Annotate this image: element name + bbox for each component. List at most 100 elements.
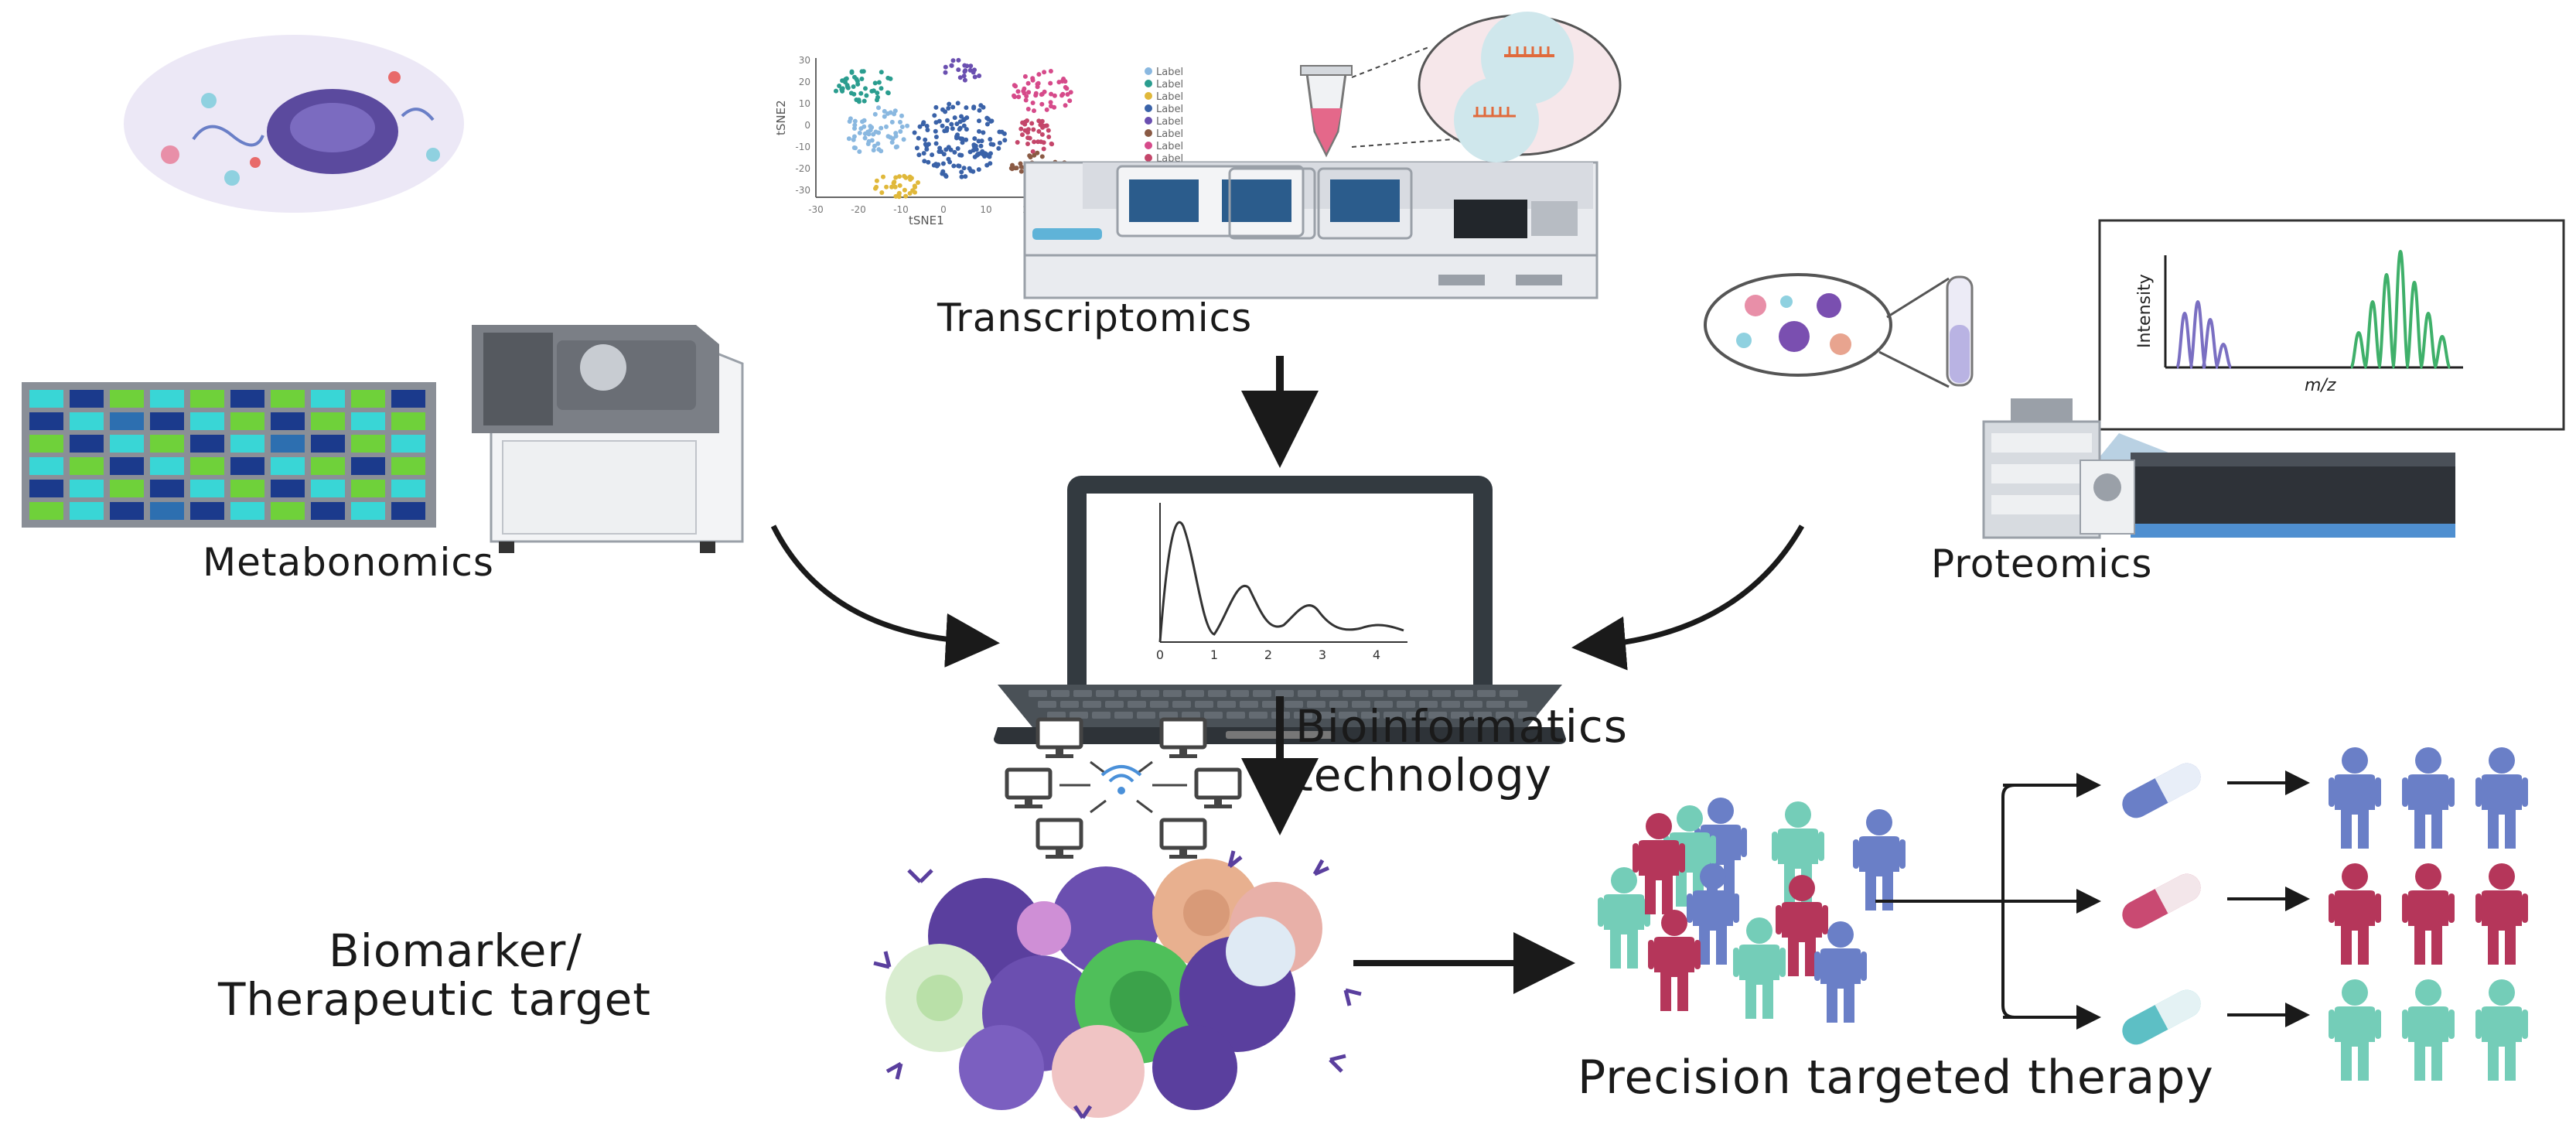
tsne-point	[1036, 128, 1042, 134]
tsne-point	[933, 135, 939, 139]
heatmap-cell	[110, 412, 144, 430]
tsne-ytick: 10	[799, 98, 810, 109]
heatmap-cell	[70, 457, 104, 475]
tsne-point	[961, 166, 967, 171]
laptop-plot-xtick: 2	[1264, 647, 1272, 662]
tsne-point	[1025, 107, 1031, 111]
tsne-point	[962, 63, 967, 68]
transcriptomics-label: Transcriptomics	[937, 296, 1253, 340]
tsne-point	[946, 106, 951, 111]
tsne-point	[977, 118, 981, 124]
tsne-point	[916, 180, 920, 185]
tsne-legend-swatch	[1145, 117, 1152, 125]
tsne-point	[862, 124, 867, 129]
tsne-point	[971, 142, 977, 148]
tsne-point	[1025, 142, 1030, 146]
tsne-point	[899, 113, 904, 118]
tsne-point	[972, 136, 978, 142]
laptop-plot-xtick: 3	[1319, 647, 1326, 662]
tsne-point	[984, 115, 990, 121]
spectrum-peak	[2377, 272, 2396, 369]
tsne-point	[892, 111, 897, 117]
tsne-point	[1036, 72, 1042, 77]
tsne-point	[862, 98, 867, 104]
heatmap-cell	[190, 390, 224, 408]
tsne-point	[857, 149, 862, 154]
patient-group	[1598, 747, 2528, 1081]
tsne-point	[1046, 128, 1051, 133]
tsne-point	[930, 152, 935, 158]
tsne-point	[975, 152, 981, 157]
tsne-point	[876, 105, 881, 111]
tsne-point	[1063, 84, 1068, 90]
tsne-point	[962, 117, 967, 122]
tsne-point	[1048, 80, 1053, 86]
tsne-point	[944, 125, 950, 131]
tsne-point	[901, 137, 906, 142]
laptop-plot-xtick: 1	[1210, 647, 1218, 662]
tsne-point	[955, 146, 960, 151]
tsne-point	[1040, 123, 1046, 128]
heatmap-cell	[110, 435, 144, 453]
tsne-point	[1030, 77, 1036, 83]
heatmap-cell	[391, 390, 425, 408]
heatmap-cell	[271, 480, 305, 497]
tsne-point	[933, 128, 938, 134]
tsne-point	[950, 104, 956, 110]
tsne-legend-swatch	[1145, 104, 1152, 112]
tsne-point	[874, 178, 879, 183]
heatmap-cell	[70, 412, 104, 430]
tsne-point	[1015, 89, 1021, 94]
tsne-ytick: -20	[795, 163, 810, 174]
tsne-point	[882, 108, 887, 114]
heatmap-cell	[190, 457, 224, 475]
tsne-legend-entry: Label	[1156, 91, 1183, 103]
heatmap-cell	[70, 435, 104, 453]
tsne-point	[903, 193, 909, 199]
heatmap-cell	[29, 435, 63, 453]
spectrum-peak	[2391, 249, 2410, 369]
tsne-point	[898, 129, 903, 134]
tsne-point	[968, 63, 974, 69]
tsne-point	[881, 174, 885, 179]
tsne-point	[996, 145, 1001, 151]
heatmap-cell	[351, 435, 385, 453]
tsne-point	[949, 121, 954, 127]
heatmap-cell	[190, 435, 224, 453]
person-icon	[1598, 867, 1650, 969]
tsne-point	[976, 138, 981, 144]
tsne-point	[1039, 101, 1045, 107]
tsne-legend-swatch	[1145, 142, 1152, 149]
heatmap-cell	[150, 435, 184, 453]
heatmap-cell	[311, 435, 345, 453]
heatmap-cell	[29, 502, 63, 520]
tsne-point	[989, 118, 995, 124]
person-icon	[2329, 863, 2381, 965]
tsne-point	[851, 137, 856, 142]
tsne-point	[977, 128, 981, 134]
tsne-xtick: -30	[808, 204, 824, 215]
tsne-point	[922, 159, 927, 164]
tsne-point	[957, 119, 963, 125]
tsne-point	[852, 118, 858, 124]
tsne-point	[1018, 126, 1024, 132]
tsne-point	[857, 130, 862, 135]
tsne-point	[971, 104, 977, 110]
tsne-point	[978, 143, 984, 149]
tsne-point	[1039, 132, 1045, 137]
tsne-point	[1027, 153, 1032, 159]
tumor-icon	[873, 850, 1362, 1119]
tsne-point	[875, 91, 880, 96]
tsne-point	[891, 180, 896, 186]
tsne-point	[943, 147, 949, 152]
tsne-point	[885, 75, 891, 80]
tsne-point	[1067, 98, 1073, 104]
technology-label: technology	[1295, 749, 1553, 801]
tsne-point	[1026, 90, 1032, 95]
tsne-point	[1048, 69, 1053, 73]
tsne-point	[921, 151, 926, 156]
tsne-point	[849, 69, 855, 74]
tsne-point	[865, 142, 871, 146]
heatmap-cell	[311, 502, 345, 520]
